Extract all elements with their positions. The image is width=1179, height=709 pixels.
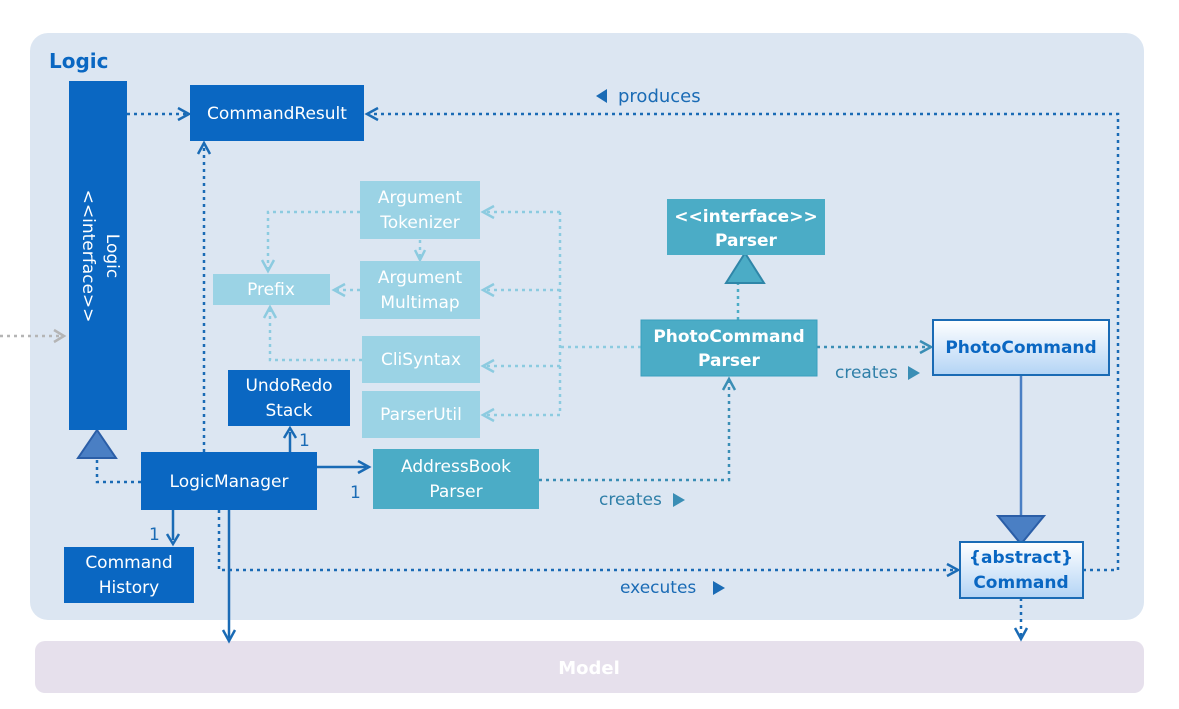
address-book-parser-node[interactable]: AddressBook Parser — [373, 449, 539, 509]
command-history-multiplicity: 1 — [149, 525, 160, 545]
photo-parser-creates-photo-command-edge — [817, 339, 934, 355]
photo-command-parser-label-line2: Parser — [698, 351, 761, 371]
cli-syntax-label: CliSyntax — [381, 350, 461, 370]
creates-address-direction-icon — [673, 493, 685, 507]
produces-label: produces — [618, 86, 701, 107]
argument-multimap-label-line2: Multimap — [380, 293, 459, 313]
produces-label-group: produces — [596, 86, 701, 107]
logic-package-label: Logic — [49, 49, 109, 73]
parser-interface-name: Parser — [715, 231, 778, 251]
prefix-label: Prefix — [247, 280, 295, 300]
executes-label-group: executes — [620, 578, 725, 598]
logic-manager-to-model-edge — [221, 510, 237, 644]
logic-realization-triangle — [76, 428, 118, 459]
photo-command-parser-node[interactable]: PhotoCommand Parser — [640, 319, 818, 377]
command-history-label-line1: Command — [85, 553, 172, 573]
executes-label: executes — [620, 578, 696, 598]
command-result-label: CommandResult — [207, 104, 347, 124]
logic-interface-name: Logic — [102, 234, 122, 278]
creates-address-label: creates — [599, 490, 662, 510]
photo-command-parser-label-line1: PhotoCommand — [653, 327, 804, 347]
parser-utilities-edges — [260, 204, 641, 423]
model-package — [35, 641, 1144, 693]
logic-interface-node[interactable]: <<interface>> Logic — [69, 81, 127, 430]
creates-address-label-group: creates — [599, 490, 685, 510]
photo-command-label: PhotoCommand — [945, 338, 1096, 358]
undo-redo-stack-node[interactable]: UndoRedo Stack — [228, 370, 350, 426]
abstract-command-stereotype: {abstract} — [969, 548, 1073, 568]
creates-photo-direction-icon — [908, 366, 920, 380]
command-history-node[interactable]: Command History — [64, 547, 194, 603]
command-result-node[interactable]: CommandResult — [190, 85, 364, 141]
parser-util-label: ParserUtil — [380, 405, 462, 425]
command-to-model-edge — [1013, 598, 1029, 642]
undo-redo-label-line2: Stack — [265, 401, 312, 421]
external-to-logic-edge — [0, 328, 67, 344]
parser-realization-triangle — [724, 251, 766, 284]
creates-photo-label-group: creates — [835, 363, 920, 383]
logic-uses-command-result-edge — [127, 106, 192, 122]
produces-direction-icon — [596, 89, 607, 103]
argument-multimap-node[interactable]: Argument Multimap — [360, 261, 480, 319]
argument-multimap-label-line1: Argument — [378, 268, 463, 288]
undo-redo-label-line1: UndoRedo — [245, 376, 332, 396]
logic-manager-node[interactable]: LogicManager — [141, 452, 317, 510]
photo-command-node[interactable]: PhotoCommand — [932, 319, 1110, 376]
address-book-parser-label-line1: AddressBook — [401, 457, 511, 477]
abstract-command-node[interactable]: {abstract} Command — [959, 541, 1084, 599]
logic-interface-stereotype: <<interface>> — [78, 190, 98, 323]
address-book-parser-label-line2: Parser — [429, 482, 482, 502]
prefix-node[interactable]: Prefix — [213, 274, 330, 305]
argument-tokenizer-label-line1: Argument — [378, 188, 463, 208]
command-history-label-line2: History — [99, 578, 159, 598]
logic-manager-label: LogicManager — [170, 472, 289, 492]
logic-manager-realizes-logic-edge — [95, 458, 141, 484]
creates-photo-label: creates — [835, 363, 898, 383]
command-produces-result-edge — [364, 106, 1120, 572]
model-package-label: Model — [558, 658, 620, 679]
parser-interface-node[interactable]: <<interface>> Parser — [667, 199, 825, 255]
executes-direction-icon — [713, 581, 725, 595]
logic-manager-to-undo-redo-edge — [282, 425, 298, 452]
logic-manager-to-command-result-edge — [196, 140, 212, 452]
parser-util-node[interactable]: ParserUtil — [362, 391, 480, 438]
command-generalization-triangle — [995, 515, 1047, 546]
logic-manager-executes-command-edge — [217, 510, 961, 578]
address-book-multiplicity: 1 — [350, 483, 361, 503]
abstract-command-name: Command — [973, 573, 1068, 593]
address-parser-creates-photo-parser-edge — [539, 376, 737, 482]
cli-syntax-node[interactable]: CliSyntax — [362, 336, 480, 383]
undo-redo-multiplicity: 1 — [299, 431, 310, 451]
parser-interface-stereotype: <<interface>> — [674, 207, 817, 227]
argument-tokenizer-label-line2: Tokenizer — [379, 213, 459, 233]
logic-manager-to-history-edge — [165, 510, 181, 547]
argument-tokenizer-node[interactable]: Argument Tokenizer — [360, 181, 480, 239]
logic-manager-to-address-parser-edge — [317, 459, 372, 475]
